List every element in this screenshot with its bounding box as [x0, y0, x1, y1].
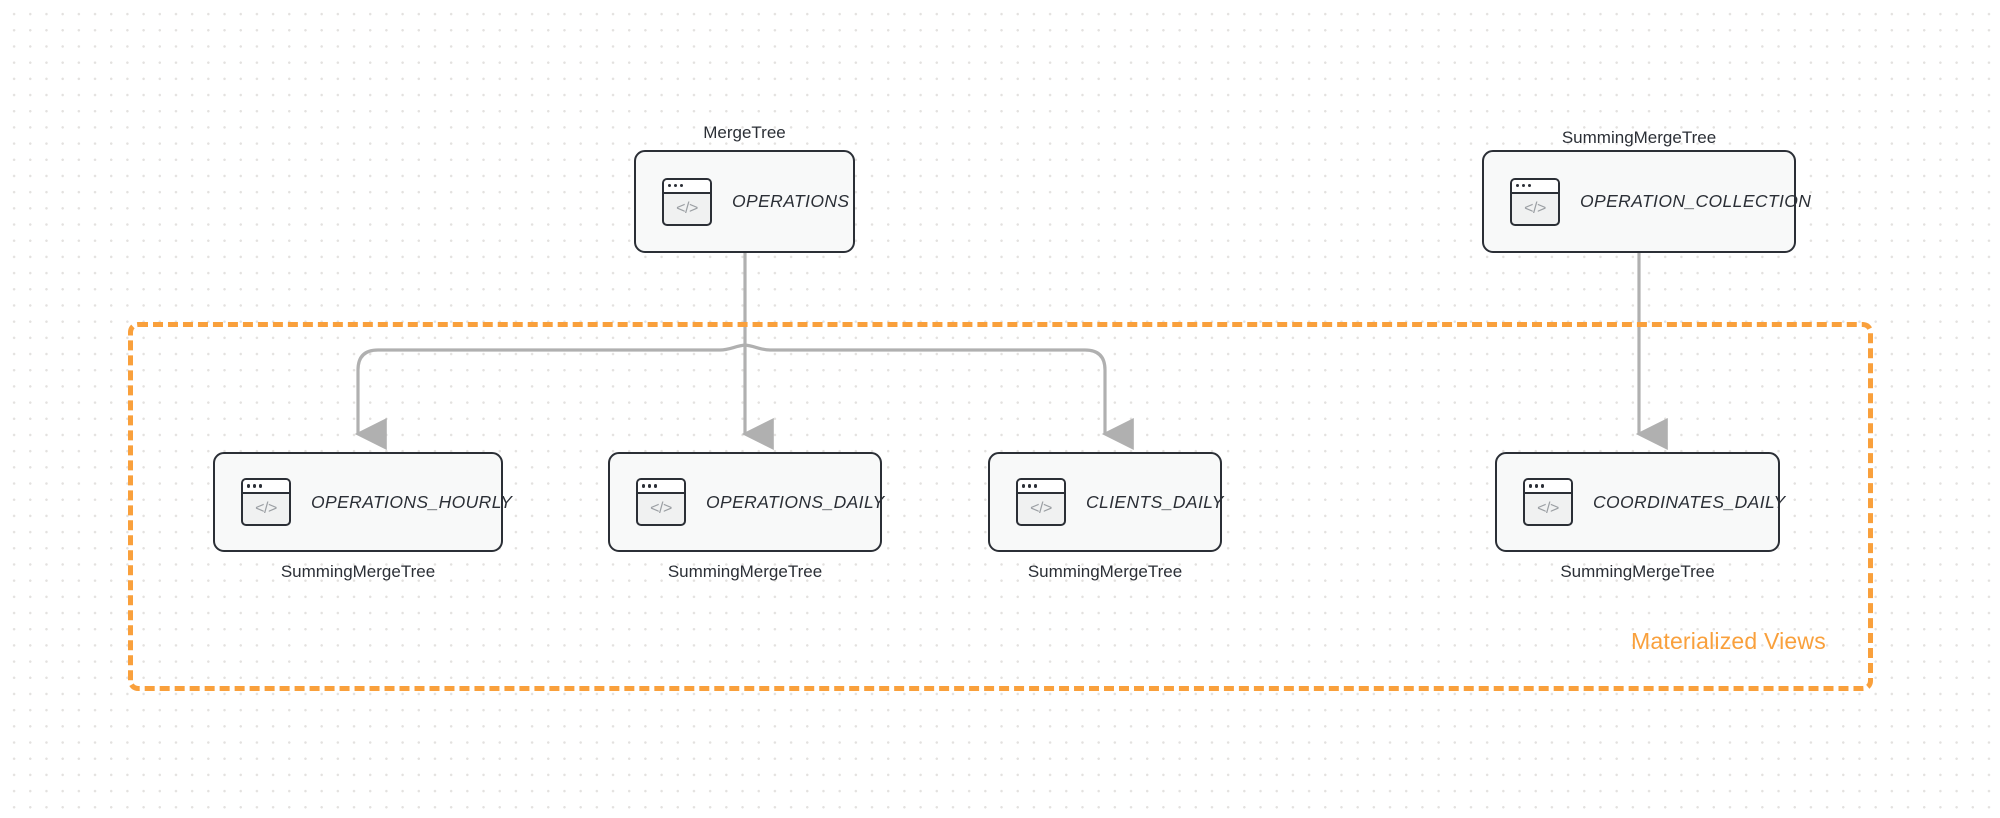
node-coordinates-daily[interactable]: </> COORDINATES_DAILY — [1495, 452, 1785, 552]
node-operations-daily[interactable]: </> OPERATIONS_DAILY — [608, 452, 885, 552]
materialized-views-group — [128, 322, 1873, 691]
icon-code-glyph: </> — [1524, 199, 1546, 217]
node-label: OPERATION_COLLECTION — [1580, 191, 1812, 211]
icon-dot — [647, 484, 652, 488]
icon-dot — [258, 484, 262, 488]
node-operations-hourly[interactable]: </> OPERATIONS_HOURLY — [213, 452, 512, 552]
icon-code-glyph: </> — [676, 199, 698, 217]
code-window-icon: </> — [1016, 478, 1066, 526]
node-operation-collection[interactable]: </> OPERATION_COLLECTION — [1482, 150, 1811, 253]
icon-dot — [1540, 484, 1544, 488]
icon-dot — [642, 484, 646, 488]
icon-code-glyph: </> — [650, 500, 672, 517]
caption-operations-daily-engine: SummingMergeTree — [667, 562, 823, 581]
icon-dot — [252, 484, 257, 488]
icon-titlebar — [1512, 179, 1558, 194]
caption-operation-collection-engine: SummingMergeTree — [1561, 128, 1717, 147]
node-operations[interactable]: </> OPERATIONS — [634, 150, 855, 253]
icon-titlebar — [243, 480, 289, 494]
icon-dot — [1516, 183, 1520, 188]
node-label: OPERATIONS_HOURLY — [311, 491, 513, 512]
materialized-views-group-label: Materialized Views — [1631, 628, 1826, 654]
code-window-icon: </> — [1510, 177, 1560, 226]
icon-dot — [1527, 183, 1531, 188]
icon-titlebar — [1018, 480, 1064, 494]
icon-dot — [653, 484, 657, 488]
caption-operations-engine: MergeTree — [703, 123, 786, 142]
icon-dot — [673, 183, 678, 188]
caption-clients-daily-engine: SummingMergeTree — [1027, 562, 1183, 581]
caption-operations-hourly-engine: SummingMergeTree — [280, 562, 436, 581]
icon-dot — [1033, 484, 1037, 488]
node-label: OPERATIONS_DAILY — [706, 491, 885, 512]
code-window-icon: </> — [636, 478, 686, 526]
node-label: OPERATIONS — [732, 191, 850, 211]
icon-dot — [247, 484, 251, 488]
icon-titlebar — [1525, 480, 1571, 494]
icon-titlebar — [638, 480, 684, 494]
icon-dot — [668, 183, 672, 188]
icon-dot — [1534, 484, 1539, 488]
code-window-icon: </> — [1523, 478, 1573, 526]
icon-code-glyph: </> — [1537, 500, 1559, 517]
icon-code-glyph: </> — [255, 500, 277, 517]
icon-dot — [679, 183, 683, 188]
node-label: CLIENTS_DAILY — [1086, 491, 1224, 512]
icon-dot — [1022, 484, 1026, 488]
icon-dot — [1027, 484, 1032, 488]
code-window-icon: </> — [662, 177, 712, 226]
icon-code-glyph: </> — [1030, 500, 1052, 517]
icon-dot — [1529, 484, 1533, 488]
node-label: COORDINATES_DAILY — [1593, 491, 1786, 512]
icon-dot — [1521, 183, 1526, 188]
icon-titlebar — [664, 179, 710, 194]
code-window-icon: </> — [241, 478, 291, 526]
node-clients-daily[interactable]: </> CLIENTS_DAILY — [988, 452, 1224, 552]
caption-coordinates-daily-engine: SummingMergeTree — [1560, 562, 1715, 581]
